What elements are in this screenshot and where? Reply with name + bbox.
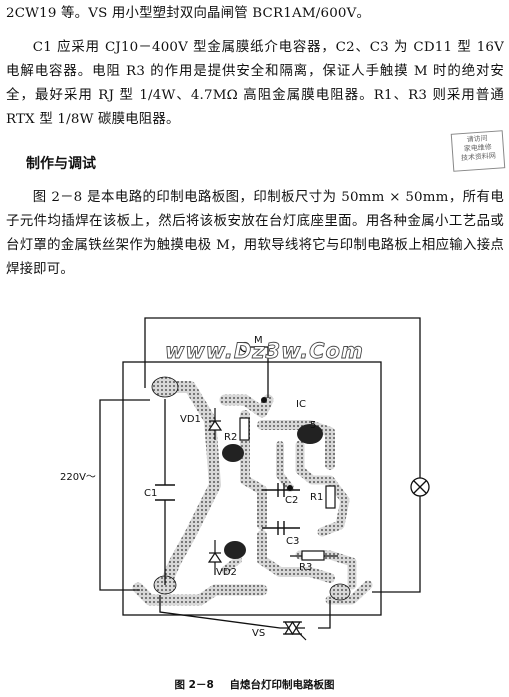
label-vs: VS (252, 628, 265, 639)
vd1-diode (207, 408, 223, 440)
c1-capacitor (155, 484, 175, 501)
solder-pads (151, 376, 351, 601)
r3-resistor (290, 550, 338, 561)
label-vd1: VD1 (180, 414, 201, 425)
label-vd2: VD2 (216, 567, 237, 578)
label-r3: R3 (299, 562, 312, 573)
pcb-diagram: M IC 5 VD1 R2 C2 R1 C3 VD2 R3 VS C1 220V… (60, 317, 430, 641)
site-stamp: 请访问家电维修技术资料网 (450, 130, 506, 172)
figure-number: 图 2－8 (174, 679, 214, 691)
mounting-hole (224, 541, 246, 559)
label-m: M (254, 335, 263, 346)
label-pin5: 5 (310, 420, 316, 431)
label-ic: IC (296, 399, 306, 410)
label-c3: C3 (286, 536, 299, 547)
mounting-hole (297, 424, 323, 444)
site-watermark: www.Dz3w.Com (165, 339, 364, 363)
touch-electrode-m (239, 341, 251, 353)
vs-triac (283, 620, 307, 641)
label-r2: R2 (224, 432, 237, 443)
mounting-hole (222, 444, 244, 462)
label-c1: C1 (144, 488, 157, 499)
label-r1: R1 (310, 492, 323, 503)
lamp-icon (410, 477, 430, 497)
paragraph-line0: 2CW19 等。VS 用小型塑封双向晶闸管 BCR1AM/600V。 (6, 6, 371, 21)
paragraph-components: C1 应采用 CJ10－400V 型金属膜纸介电容器，C2、C3 为 CD11 … (6, 40, 504, 127)
label-mains: 220V～ (60, 472, 96, 483)
paragraph-assembly: 图 2－8 是本电路的印制电路板图，印制板尺寸为 50mm × 50mm，所有电… (6, 190, 504, 277)
figure-caption: 图 2－8 自熄台灯印制电路板图 (0, 677, 509, 692)
vd2-diode (207, 540, 223, 575)
c2-capacitor (262, 483, 300, 497)
r2-resistor (239, 417, 250, 441)
r1-resistor (325, 485, 336, 509)
c3-capacitor (262, 521, 300, 535)
figure-title: 自熄台灯印制电路板图 (229, 679, 335, 691)
label-c2: C2 (285, 495, 298, 506)
section-heading: 制作与调试 (26, 156, 96, 172)
